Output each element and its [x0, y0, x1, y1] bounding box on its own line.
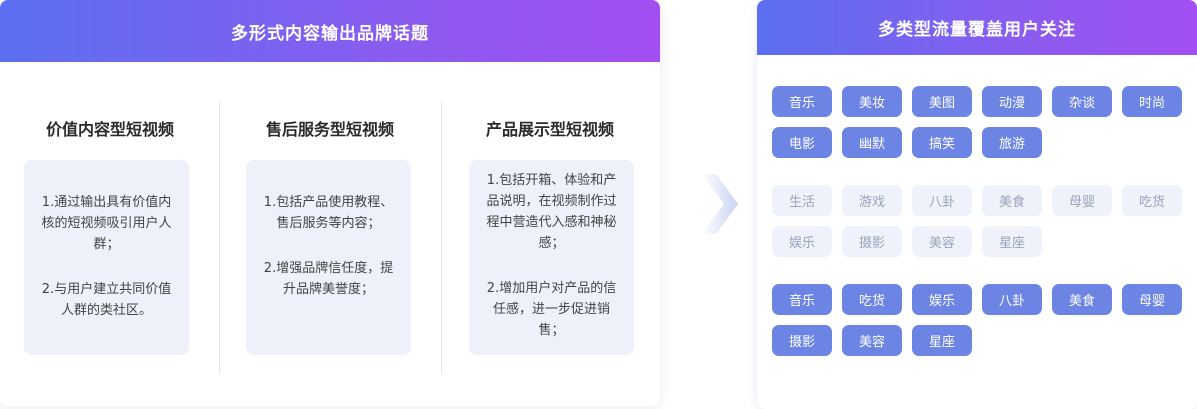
column-value-content: 价值内容型短视频 1.通过输出具有价值内核的短视频吸引用户人群； 2.与用户建立… — [0, 62, 220, 406]
topic-tag[interactable]: 杂谈 — [1052, 86, 1112, 117]
content-forms-card: 多形式内容输出品牌话题 价值内容型短视频 1.通过输出具有价值内核的短视频吸引用… — [0, 0, 660, 406]
topic-tag[interactable]: 旅游 — [982, 127, 1042, 158]
topic-tag[interactable]: 八卦 — [982, 284, 1042, 315]
column-description-box: 1.包括产品使用教程、售后服务等内容； 2.增强品牌信任度，提升品牌美誉度； — [246, 160, 411, 355]
topic-tag[interactable]: 娱乐 — [912, 284, 972, 315]
topic-tag[interactable]: 八卦 — [912, 185, 972, 216]
column-description-box: 1.通过输出具有价值内核的短视频吸引用户人群； 2.与用户建立共同价值人群的类社… — [24, 160, 189, 355]
topic-tag[interactable]: 幽默 — [842, 127, 902, 158]
topic-tag[interactable]: 电影 — [772, 127, 832, 158]
column-divider — [441, 102, 442, 374]
column-divider — [219, 102, 220, 374]
column-after-sales: 售后服务型短视频 1.包括产品使用教程、售后服务等内容； 2.增强品牌信任度，提… — [220, 62, 440, 406]
topic-tag[interactable]: 娱乐 — [772, 226, 832, 257]
traffic-coverage-title: 多类型流量覆盖用户关注 — [757, 0, 1197, 55]
video-type-columns: 价值内容型短视频 1.通过输出具有价值内核的短视频吸引用户人群； 2.与用户建立… — [0, 62, 660, 406]
topic-tag[interactable]: 美图 — [912, 86, 972, 117]
topic-tag[interactable]: 动漫 — [982, 86, 1042, 117]
topic-tag[interactable]: 游戏 — [842, 185, 902, 216]
topic-tag[interactable]: 美容 — [842, 325, 902, 356]
tag-group: 生活游戏八卦美食母婴吃货娱乐摄影美容星座 — [772, 185, 1192, 267]
column-title: 售后服务型短视频 — [265, 120, 394, 139]
topic-tag[interactable]: 星座 — [912, 325, 972, 356]
content-forms-title: 多形式内容输出品牌话题 — [0, 0, 660, 62]
topic-tag[interactable]: 音乐 — [772, 86, 832, 117]
description-point: 2.与用户建立共同价值人群的类社区。 — [41, 282, 172, 318]
topic-tag[interactable]: 母婴 — [1122, 284, 1182, 315]
description-point: 2.增强品牌信任度，提升品牌美誉度； — [263, 261, 394, 297]
topic-tag[interactable]: 美食 — [1052, 284, 1112, 315]
column-title: 价值内容型短视频 — [45, 120, 174, 139]
tag-group: 音乐吃货娱乐八卦美食母婴摄影美容星座 — [772, 284, 1192, 366]
description-point: 2.增加用户对产品的信任感，进一步促进销售； — [486, 281, 617, 338]
description-point: 1.包括产品使用教程、售后服务等内容； — [263, 195, 394, 231]
description-point: 1.包括开箱、体验和产品说明，在视频制作过程中营造代入感和神秘感； — [486, 173, 617, 251]
topic-tag[interactable]: 星座 — [982, 226, 1042, 257]
description-point: 1.通过输出具有价值内核的短视频吸引用户人群； — [41, 195, 172, 252]
tag-group: 音乐美妆美图动漫杂谈时尚电影幽默搞笑旅游 — [772, 86, 1192, 168]
topic-tag[interactable]: 时尚 — [1122, 86, 1182, 117]
column-product-showcase: 产品展示型短视频 1.包括开箱、体验和产品说明，在视频制作过程中营造代入感和神秘… — [440, 62, 660, 406]
topic-tag[interactable]: 生活 — [772, 185, 832, 216]
topic-tag[interactable]: 母婴 — [1052, 185, 1112, 216]
topic-tag[interactable]: 音乐 — [772, 284, 832, 315]
topic-tag[interactable]: 美食 — [982, 185, 1042, 216]
topic-tag[interactable]: 摄影 — [772, 325, 832, 356]
topic-tag[interactable]: 美容 — [912, 226, 972, 257]
topic-tag[interactable]: 摄影 — [842, 226, 902, 257]
topic-tag[interactable]: 美妆 — [842, 86, 902, 117]
column-description-box: 1.包括开箱、体验和产品说明，在视频制作过程中营造代入感和神秘感； 2.增加用户… — [469, 160, 634, 355]
topic-tag[interactable]: 搞笑 — [912, 127, 972, 158]
traffic-coverage-card: 多类型流量覆盖用户关注 音乐美妆美图动漫杂谈时尚电影幽默搞笑旅游 生活游戏八卦美… — [757, 0, 1197, 409]
chevron-right-icon — [702, 174, 738, 234]
topic-tag[interactable]: 吃货 — [842, 284, 902, 315]
column-title: 产品展示型短视频 — [485, 120, 614, 139]
topic-tag[interactable]: 吃货 — [1122, 185, 1182, 216]
